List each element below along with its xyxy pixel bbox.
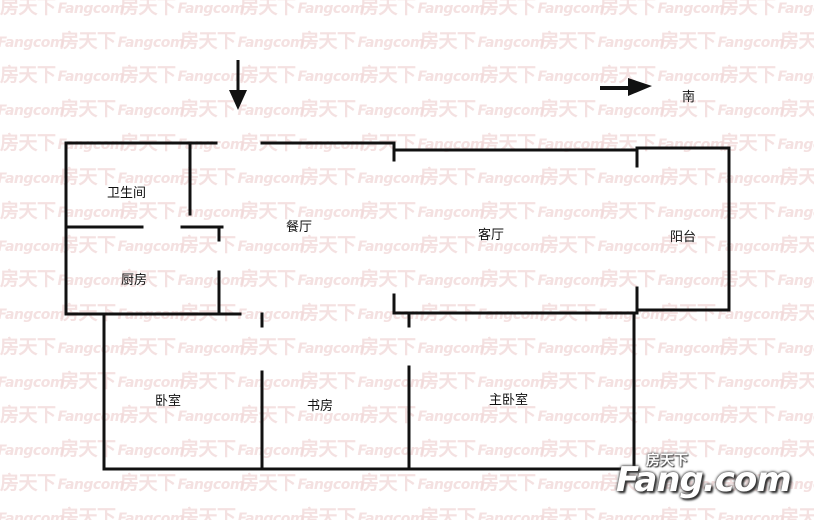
room-label-bathroom: 卫生间 (107, 186, 146, 201)
entrance-arrow-icon (229, 60, 247, 110)
walls-living-room (392, 148, 639, 315)
walls-left-block (64, 141, 228, 316)
walls-balcony (635, 146, 731, 312)
room-label-balcony: 阳台 (670, 230, 696, 245)
room-label-dining: 餐厅 (286, 219, 312, 235)
room-label-study: 书房 (307, 398, 333, 414)
south-arrow-icon (600, 78, 652, 96)
room-label-master-bedroom: 主卧室 (489, 392, 528, 408)
logo-cn-text: 房天下 (646, 453, 688, 469)
fang-logo: 房天下 Fang.com (616, 448, 806, 508)
logo-en-text: Fang.com (616, 460, 792, 500)
room-label-kitchen: 厨房 (121, 272, 147, 288)
walls-top (260, 141, 639, 162)
compass-label: 南 (682, 89, 695, 105)
room-label-bedroom: 卧室 (155, 393, 181, 409)
room-label-living: 客厅 (478, 227, 504, 243)
walls-bedrooms (102, 311, 636, 471)
